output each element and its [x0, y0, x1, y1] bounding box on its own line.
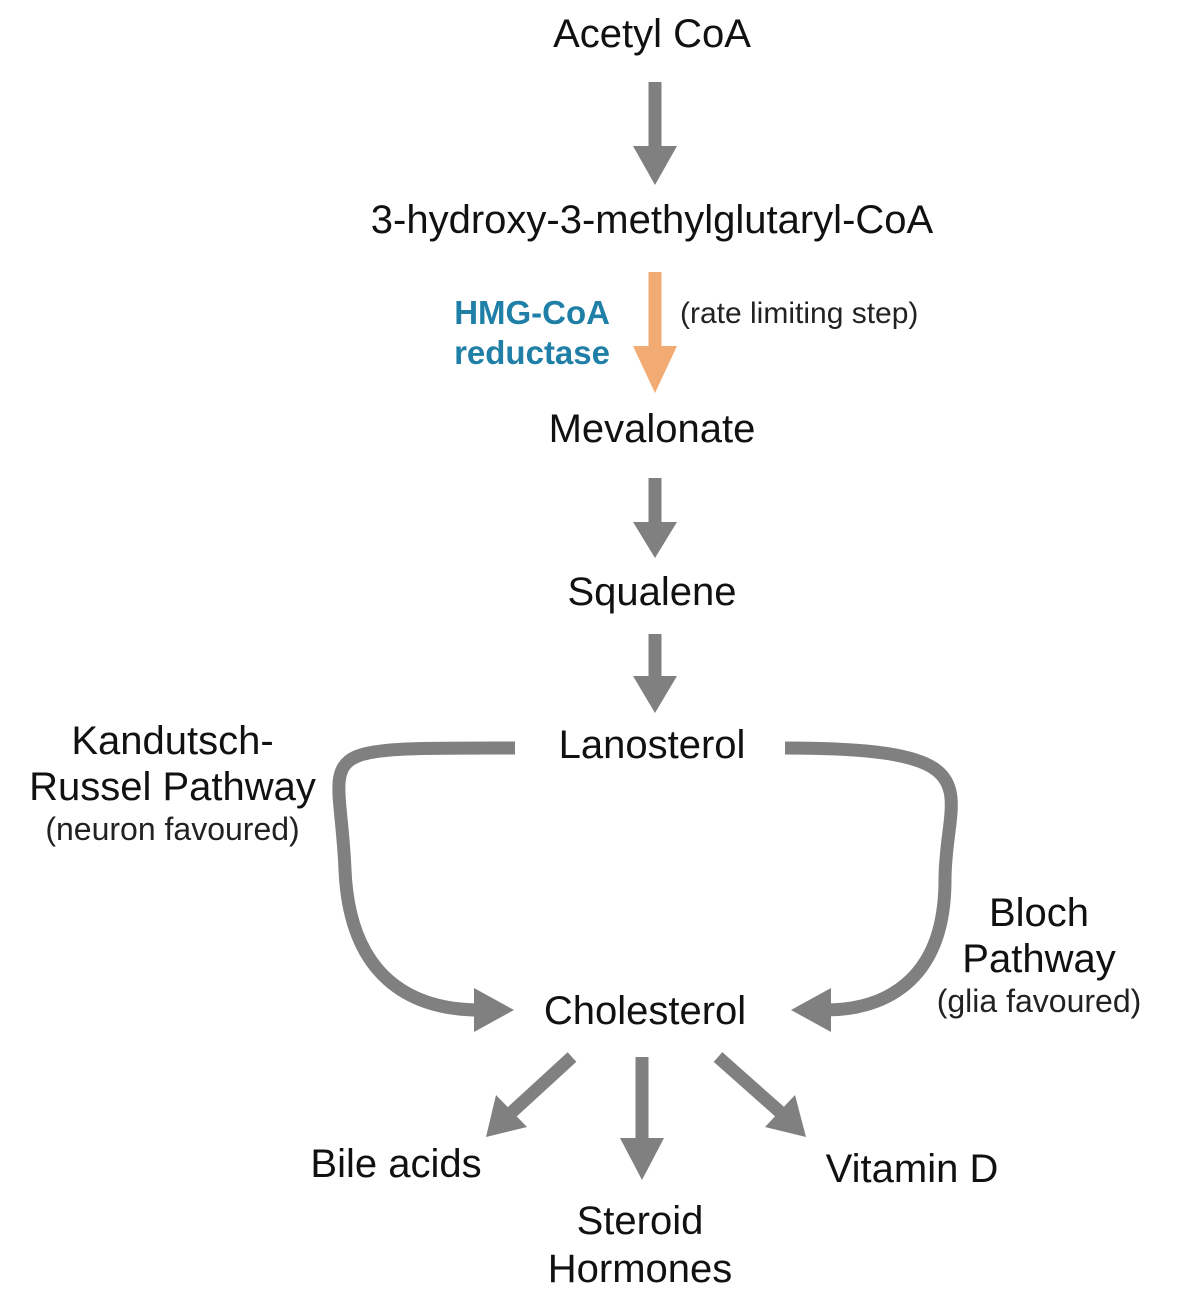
node-steroid-hormones-line2: Hormones [547, 1247, 733, 1291]
pathway-bloch-line1: Bloch [988, 891, 1090, 935]
node-mevalonate: Mevalonate [548, 407, 756, 451]
enzyme-label-line1: HMG-CoA [454, 294, 610, 331]
node-bile-acids: Bile acids [310, 1142, 482, 1186]
enzyme-label-hmg-coa-reductase: HMG-CoA reductase [400, 293, 610, 373]
node-vitamin-d: Vitamin D [825, 1147, 999, 1191]
node-acetyl-coa: Acetyl CoA [553, 12, 751, 56]
arrow-cholesterol-to-vitamin-d [713, 1052, 806, 1137]
node-squalene: Squalene [567, 570, 737, 614]
pathway-bloch-note: (glia favoured) [936, 983, 1142, 1019]
arrow-rate-limiting-step [633, 272, 677, 393]
arrow-cholesterol-to-bile-acids [486, 1052, 577, 1137]
arrow-mevalonate-to-squalene [633, 478, 677, 558]
node-cholesterol: Cholesterol [543, 989, 747, 1033]
arrow-kandutsch-russel-pathway [332, 741, 516, 1032]
arrow-cholesterol-to-steroid-hormones [620, 1057, 664, 1180]
node-hmg-coa: 3-hydroxy-3-methylglutaryl-CoA [370, 198, 934, 242]
pathway-kr-line1: Kandutsch- [71, 719, 274, 763]
node-lanosterol: Lanosterol [558, 723, 746, 767]
arrow-acetyl-to-hmg [633, 82, 677, 185]
arrow-bloch-pathway [784, 741, 958, 1032]
enzyme-label-line2: reductase [454, 334, 610, 371]
node-steroid-hormones-line1: Steroid [576, 1199, 704, 1243]
pathway-label-bloch: Bloch Pathway (glia favoured) [908, 890, 1170, 1020]
pathway-kr-note: (neuron favoured) [45, 811, 300, 847]
pathway-kr-line2: Russel Pathway [29, 765, 316, 809]
pathway-label-kandutsch-russel: Kandutsch- Russel Pathway (neuron favour… [10, 718, 335, 848]
arrow-squalene-to-lanosterol [633, 634, 677, 713]
node-steroid-hormones: Steroid Hormones [548, 1197, 733, 1293]
pathway-bloch-line2: Pathway [962, 937, 1116, 981]
rate-limiting-note: (rate limiting step) [680, 297, 919, 330]
